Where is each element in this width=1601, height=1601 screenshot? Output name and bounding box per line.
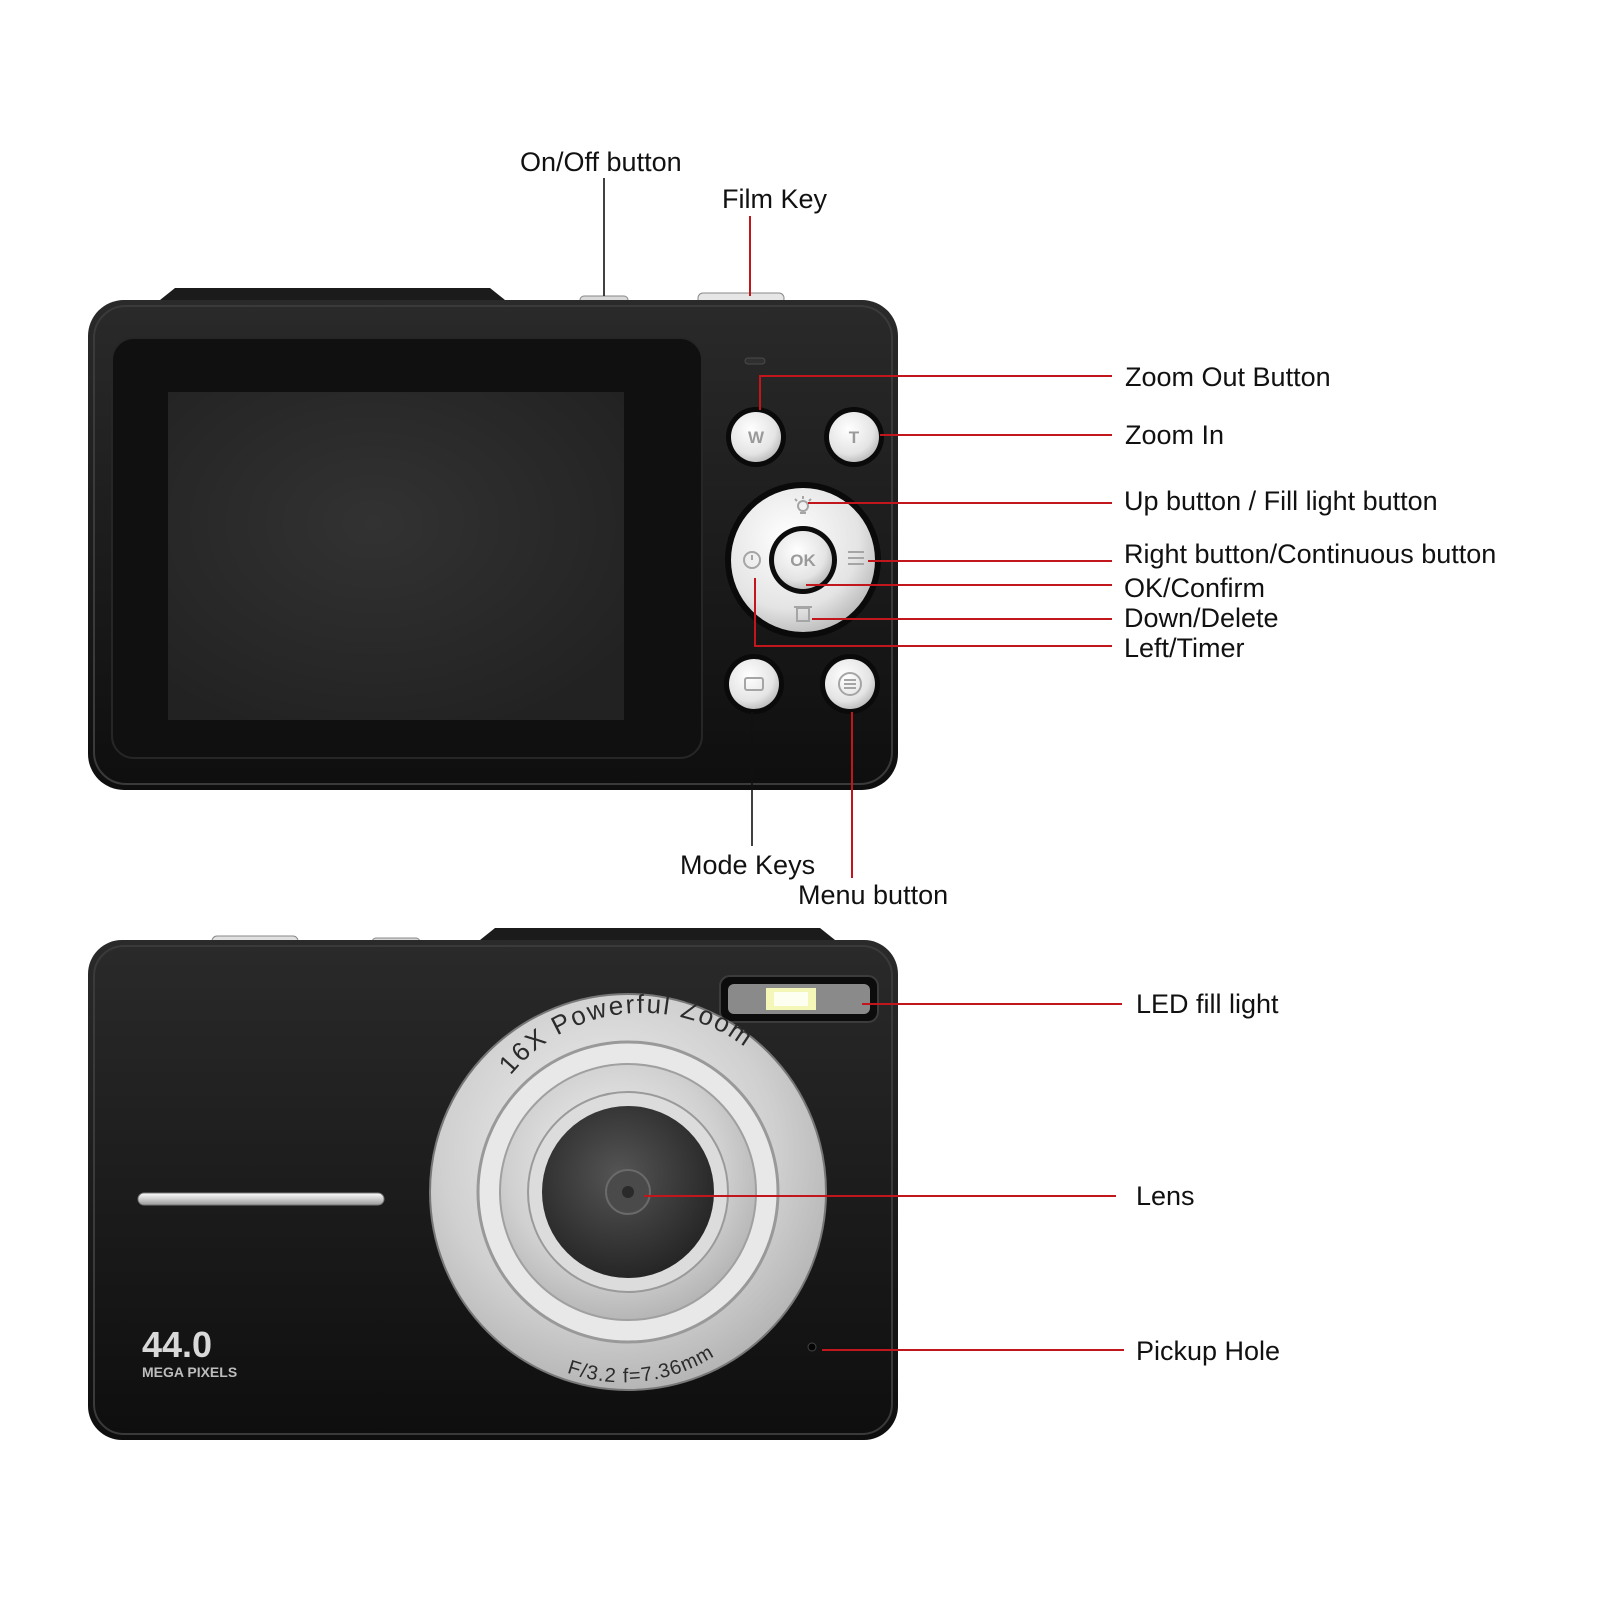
zoom-out-button[interactable]: W bbox=[726, 407, 786, 467]
camera-front-top-ridge bbox=[480, 928, 835, 940]
dpad[interactable]: OK bbox=[725, 482, 881, 638]
callout-labels: On/Off button Film Key Zoom Out Button Z… bbox=[520, 147, 1496, 1366]
mode-button[interactable] bbox=[724, 654, 784, 714]
menu-button[interactable] bbox=[820, 654, 880, 714]
front-silver-bar bbox=[137, 1192, 385, 1206]
megapixels-unit: MEGA PIXELS bbox=[142, 1364, 237, 1380]
label-lens: Lens bbox=[1136, 1181, 1195, 1211]
zoom-in-button-label: T bbox=[849, 428, 860, 447]
megapixels-value: 44.0 bbox=[142, 1324, 212, 1365]
label-up: Up button / Fill light button bbox=[1124, 486, 1438, 516]
fill-light-icon bbox=[794, 496, 812, 514]
zoom-in-button[interactable]: T bbox=[824, 407, 884, 467]
camera-front: 16X Powerful Zoom F/3.2 f=7.36mm 44.0 ME… bbox=[88, 928, 898, 1440]
indicator-led bbox=[744, 357, 766, 365]
timer-icon bbox=[743, 551, 761, 569]
label-menu: Menu button bbox=[798, 880, 948, 910]
camera-back: W T OK bbox=[88, 288, 898, 790]
menu-icon bbox=[838, 672, 862, 696]
continuous-icon bbox=[848, 551, 864, 565]
label-left: Left/Timer bbox=[1124, 633, 1245, 663]
zoom-out-button-label: W bbox=[748, 428, 765, 447]
label-pickup: Pickup Hole bbox=[1136, 1336, 1280, 1366]
label-zoom-in: Zoom In bbox=[1125, 420, 1224, 450]
camera-mode-icon bbox=[744, 677, 764, 691]
label-down: Down/Delete bbox=[1124, 603, 1279, 633]
label-film: Film Key bbox=[722, 184, 828, 214]
led-fill-light bbox=[719, 975, 879, 1023]
camera-back-top-ridge bbox=[160, 288, 505, 300]
label-led: LED fill light bbox=[1136, 989, 1279, 1019]
label-right: Right button/Continuous button bbox=[1124, 539, 1496, 569]
label-onoff: On/Off button bbox=[520, 147, 682, 177]
ok-button-label: OK bbox=[790, 551, 816, 570]
label-ok: OK/Confirm bbox=[1124, 573, 1265, 603]
lens-assembly: 16X Powerful Zoom F/3.2 f=7.36mm bbox=[429, 989, 827, 1391]
leader-left bbox=[754, 578, 1112, 647]
leader-zoom-out bbox=[759, 375, 1112, 410]
trash-icon bbox=[794, 606, 812, 622]
pickup-hole bbox=[807, 1342, 817, 1352]
label-mode: Mode Keys bbox=[680, 850, 815, 880]
label-zoom-out: Zoom Out Button bbox=[1125, 362, 1331, 392]
leader-lines bbox=[603, 178, 1124, 1351]
